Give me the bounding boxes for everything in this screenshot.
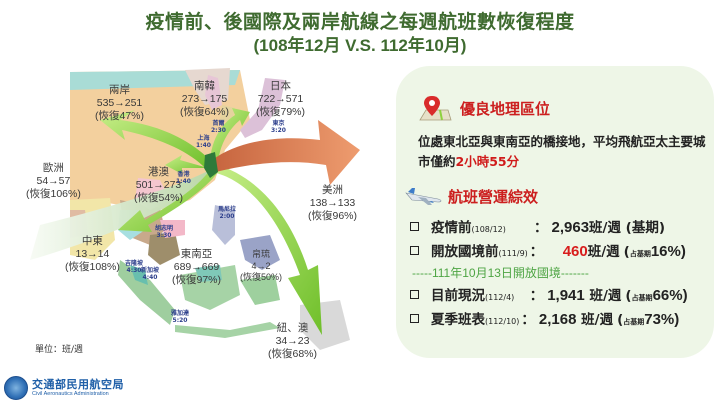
- region-label-japan: 日本 722→571 (恢復79%): [256, 80, 306, 118]
- route-map: 兩岸 535→251 (恢復47%) 南韓 273→175 (恢復64%) 日本…: [0, 60, 390, 360]
- region-label-hk-macau: 港澳 501→273 (恢復54%): [134, 166, 184, 204]
- title-line-1: 疫情前、後國際及兩岸航線之每週航班數恢復程度: [145, 11, 575, 33]
- region-label-palau: 帛琉 4→2 (恢復50%): [240, 250, 283, 282]
- logo-zh: 交通部民用航空局: [32, 377, 124, 391]
- region-label-south-korea: 南韓 273→175 (恢復64%): [180, 80, 230, 118]
- geo-description: 位處東北亞與東南亞的橋接地，平均飛航亞太主要城市僅約2小時55分: [418, 134, 706, 169]
- title-line-2: (108年12月 V.S. 112年10月): [253, 36, 467, 55]
- square-bullet-icon: [410, 290, 419, 299]
- square-bullet-icon: [410, 314, 419, 323]
- region-label-middle-east: 中東 13→14 (恢復108%): [65, 235, 120, 273]
- unit-note: 單位：班/週: [35, 345, 84, 355]
- caa-logo: 交通部民用航空局 Civil Aeronautics Administratio…: [4, 376, 124, 400]
- avg-flight-time: 2小時55分: [455, 154, 520, 169]
- ops-stats: 疫情前 (108/12) ： 2,963 班/週 (基期) 開放國境前 (111…: [410, 216, 710, 332]
- square-bullet-icon: [410, 222, 419, 231]
- caa-seal-icon: [4, 376, 28, 400]
- page-title: 疫情前、後國際及兩岸航線之每週航班數恢復程度 (108年12月 V.S. 112…: [0, 10, 720, 58]
- info-panel: 優良地理區位 位處東北亞與東南亞的橋接地，平均飛航亞太主要城市僅約2小時55分 …: [396, 66, 714, 358]
- stat-row-pre-pandemic: 疫情前 (108/12) ： 2,963 班/週 (基期): [410, 216, 710, 240]
- region-label-nz-australia: 紐、澳 34→23 (恢復68%): [268, 322, 318, 360]
- square-bullet-icon: [410, 246, 419, 255]
- map-pin-icon: [418, 94, 452, 122]
- geo-section-title: 優良地理區位: [418, 94, 550, 122]
- airplane-icon: [404, 187, 444, 207]
- region-label-americas: 美洲 138→133 (恢復96%): [308, 184, 358, 222]
- reopening-divider: -----111年10月13日開放國境-------: [412, 266, 589, 280]
- logo-en: Civil Aeronautics Administration: [32, 390, 109, 397]
- region-label-southeast-asia: 東南亞 689→669 (恢復97%): [172, 248, 222, 286]
- region-label-europe: 歐洲 54→57 (恢復106%): [26, 162, 81, 200]
- region-label-cross-strait: 兩岸 535→251 (恢復47%): [95, 84, 145, 122]
- map-background: [30, 68, 360, 350]
- ops-section-title: 航班營運綜效: [404, 186, 538, 207]
